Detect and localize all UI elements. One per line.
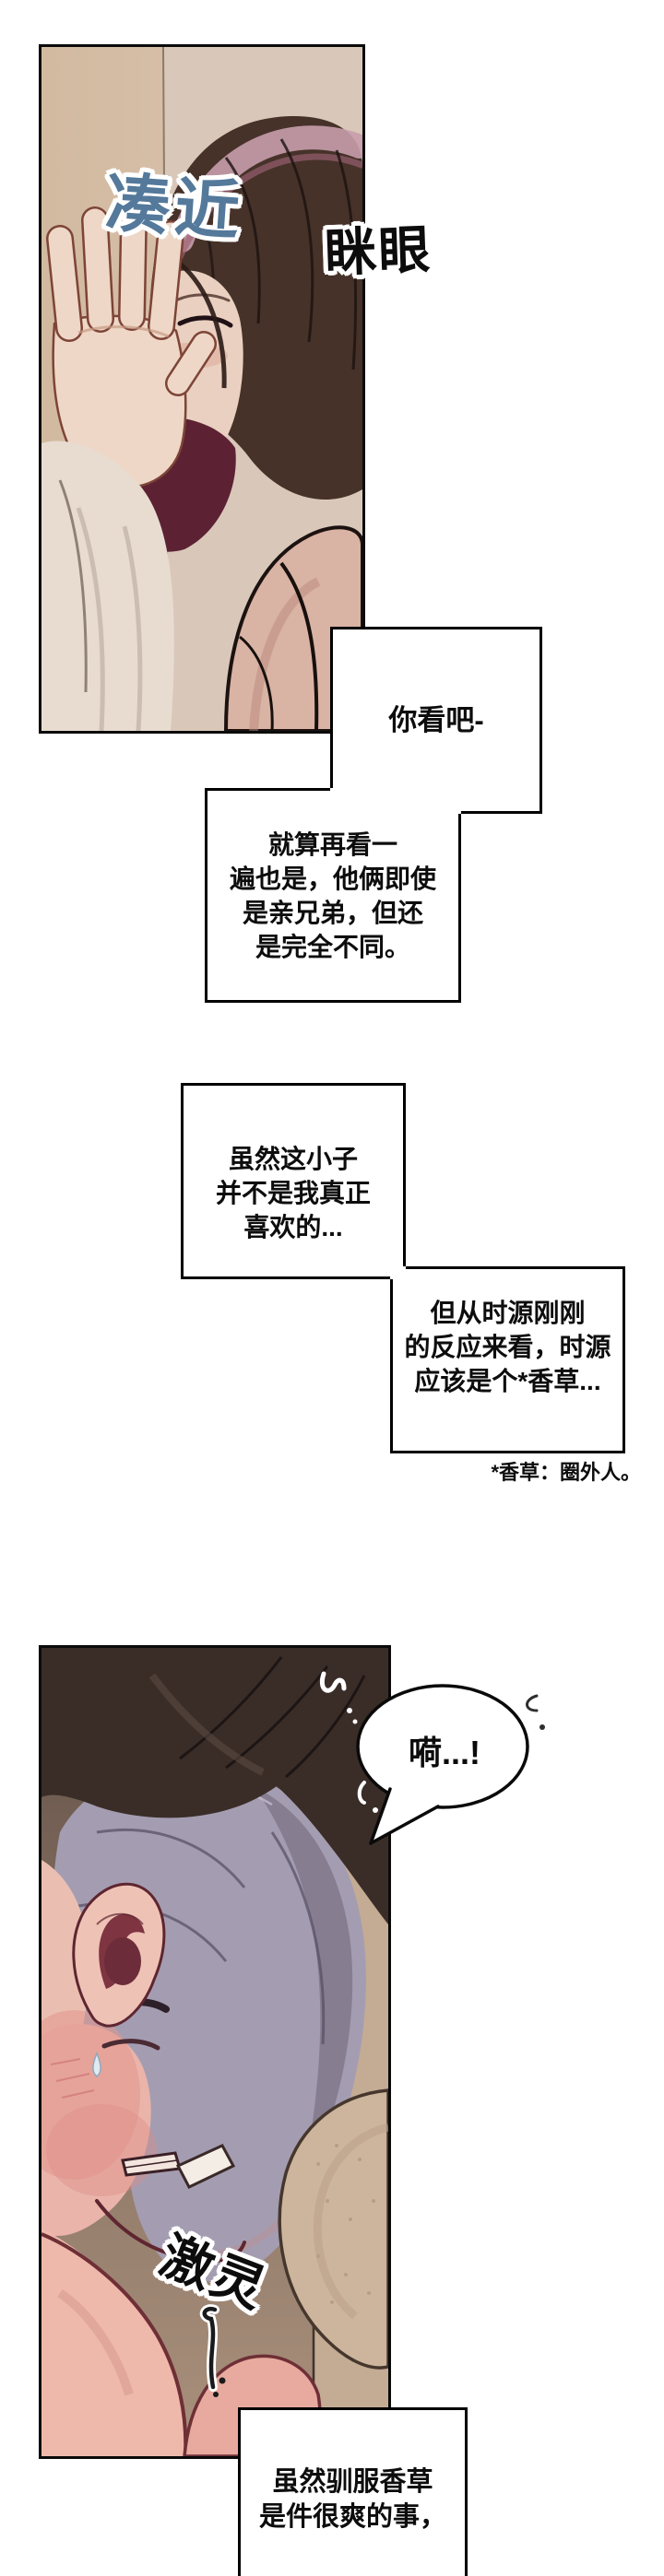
shiyuan-shoulder — [42, 2229, 322, 2456]
narration-box-4: 但从时源刚刚 的反应来看，时源 应该是个*香草... — [390, 1266, 625, 1453]
reaching-hand — [46, 205, 217, 488]
sfx-lean-close: 凑近 — [103, 166, 247, 249]
narration-line: 但从时源刚刚 — [430, 1299, 586, 1327]
flutter-mark-small-icon — [526, 1694, 545, 1730]
shiyuan-ear — [72, 1882, 166, 2028]
narration-box-5: 虽然驯服香草 是件很爽的事， — [238, 2407, 468, 2576]
panel-top: 凑近 — [39, 44, 365, 734]
cushion — [278, 2088, 388, 2370]
watcher-hair-foreground — [42, 1648, 388, 1924]
narration-line: 遍也是，他俩即使 — [229, 864, 436, 893]
speech-bubble: 嗬...! — [355, 1680, 540, 1855]
sweat-drop — [92, 2052, 101, 2077]
speech-bubble-text: 嗬...! — [409, 1734, 480, 1771]
narration-line: 的反应来看，时源 — [404, 1333, 611, 1361]
translator-footnote: *香草：圈外人。 — [491, 1461, 641, 1484]
narration-line: 虽然这小子 — [228, 1145, 358, 1173]
narration-line: 虽然驯服香草 — [272, 2467, 433, 2497]
narration-line: 就算再看一 — [267, 829, 397, 859]
panel-bottom: 激灵 — [39, 1645, 391, 2459]
panel2-artwork — [42, 1648, 388, 2456]
narration-line: 是亲兄弟，但还 — [242, 898, 423, 927]
narration-box-3: 虽然这小子 并不是我真正 喜欢的... — [181, 1083, 406, 1279]
narration-line: 是件很爽的事， — [258, 2502, 446, 2532]
narration-line: 并不是我真正 — [215, 1179, 371, 1207]
watcher-shoulder — [223, 525, 362, 731]
jaw-bandage — [175, 2144, 236, 2189]
closed-eye — [177, 315, 233, 328]
box-overlap-patch — [330, 788, 461, 814]
white-sleeve — [42, 441, 174, 731]
narration-line: 你看吧- — [388, 703, 484, 736]
flutter-mark-icon — [320, 1671, 358, 1724]
narration-line: 应该是个*香草... — [414, 1367, 601, 1395]
narration-line: 是完全不同。 — [255, 932, 410, 961]
squinting-eye — [101, 2039, 160, 2051]
narration-line: 喜欢的... — [243, 1213, 343, 1241]
sfx-squint-eyes: 眯眼 — [324, 219, 433, 283]
narration-box-2: 就算再看一 遍也是，他俩即使 是亲兄弟，但还 是完全不同。 — [205, 788, 461, 1003]
box-overlap-patch — [390, 1266, 406, 1279]
panel1-artwork — [42, 47, 362, 731]
narration-box-1: 你看吧- — [330, 627, 542, 814]
speech-bubble-shape — [356, 1684, 529, 1845]
shiver-jag-icon — [199, 2304, 226, 2397]
